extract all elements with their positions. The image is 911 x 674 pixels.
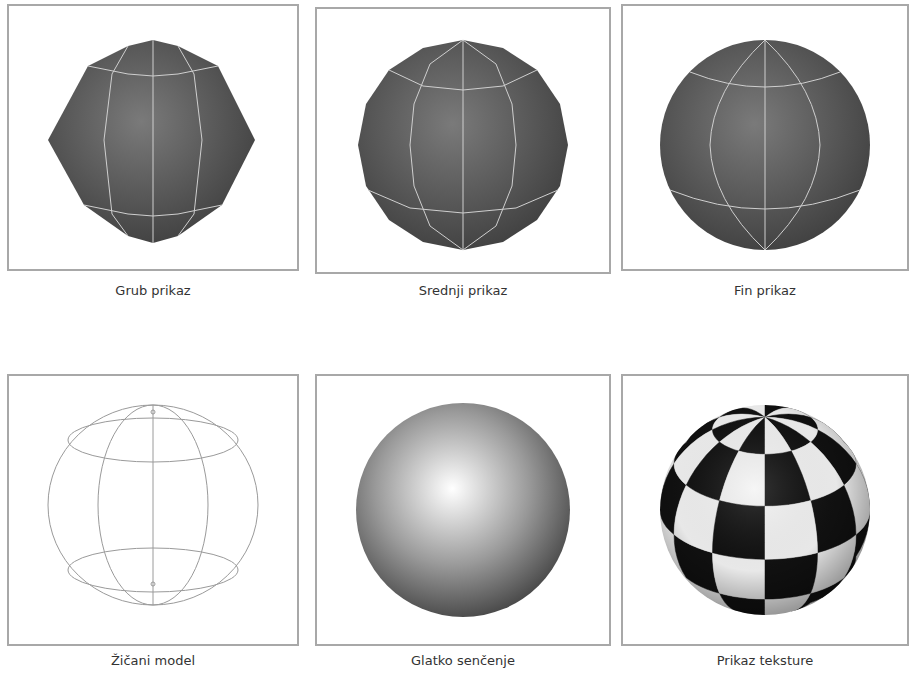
panel-caption: Glatko senčenje (353, 653, 573, 669)
panel-caption: Žičani model (43, 653, 263, 669)
medium-sphere (358, 40, 568, 250)
smooth-sphere (356, 403, 570, 617)
wireframe-sphere (48, 405, 258, 605)
fine-sphere (660, 40, 870, 250)
textured-sphere (660, 405, 870, 615)
panel-caption: Srednji prikaz (353, 283, 573, 299)
coarse-sphere (48, 40, 255, 243)
panel-caption: Prikaz teksture (655, 653, 875, 669)
panel-frames (8, 5, 908, 645)
panel-caption: Grub prikaz (43, 283, 263, 299)
panel-caption: Fin prikaz (655, 283, 875, 299)
texture-shading (660, 405, 870, 615)
